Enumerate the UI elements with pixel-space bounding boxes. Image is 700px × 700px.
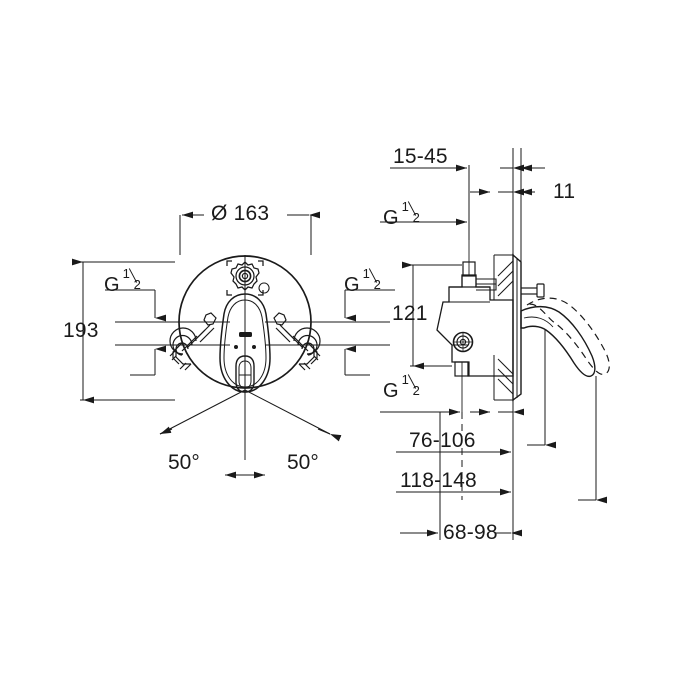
fraction-numerator: 1 [122,266,130,281]
g-letter-side-lower: G [383,380,399,402]
fraction-numerator: 1 [401,372,409,387]
diameter-label: Ø 163 [211,202,270,225]
inlet-spigot-top [462,240,476,277]
fraction-denominator: 2 [412,383,420,398]
angle-left-label: 50° [168,451,200,474]
dim-68-98-label: 68-98 [443,521,498,544]
dim-118-148-label: 118-148 [400,469,477,492]
front-view-group [72,211,395,479]
diverter-knob [521,283,545,298]
marker-dot-left [234,345,238,349]
fraction-denominator: 2 [412,210,420,225]
escutcheon-plate [512,253,522,402]
g-letter-front-right: G [344,274,360,296]
fraction-numerator: 1 [362,266,370,281]
angle-leader-right [244,389,331,435]
side-view-group [380,148,610,540]
valve-body [436,274,514,377]
lever-handle-ghost [526,297,610,375]
cartridge-detail [226,260,264,296]
marker-dot-right [252,345,256,349]
angle-right-label: 50° [287,451,319,474]
inlet-spigot-bottom [454,361,470,412]
aerator-detail [258,282,270,294]
indicator-slot [239,332,252,337]
height-193-label: 193 [63,319,99,342]
lever-handle [235,355,255,393]
wall-hatch-upper [493,254,514,300]
fraction-numerator: 1 [401,199,409,214]
angle-arrow-right [317,428,342,442]
angle-leader-left [159,389,246,435]
thickness-11-label: 11 [553,180,576,203]
fraction-denominator: 2 [373,277,381,292]
depth-15-45-label: 15-45 [393,145,448,168]
angle-arrow-left [159,426,173,435]
dim-121-label: 121 [392,302,428,325]
test-port [452,331,474,353]
fraction-denominator: 2 [133,277,141,292]
g-letter-side-upper: G [383,207,399,229]
wall-hatch-lower [493,355,514,401]
lever-handle-side [520,305,596,378]
dim-76-106-label: 76-106 [409,429,476,452]
g-letter-front-left: G [104,274,120,296]
